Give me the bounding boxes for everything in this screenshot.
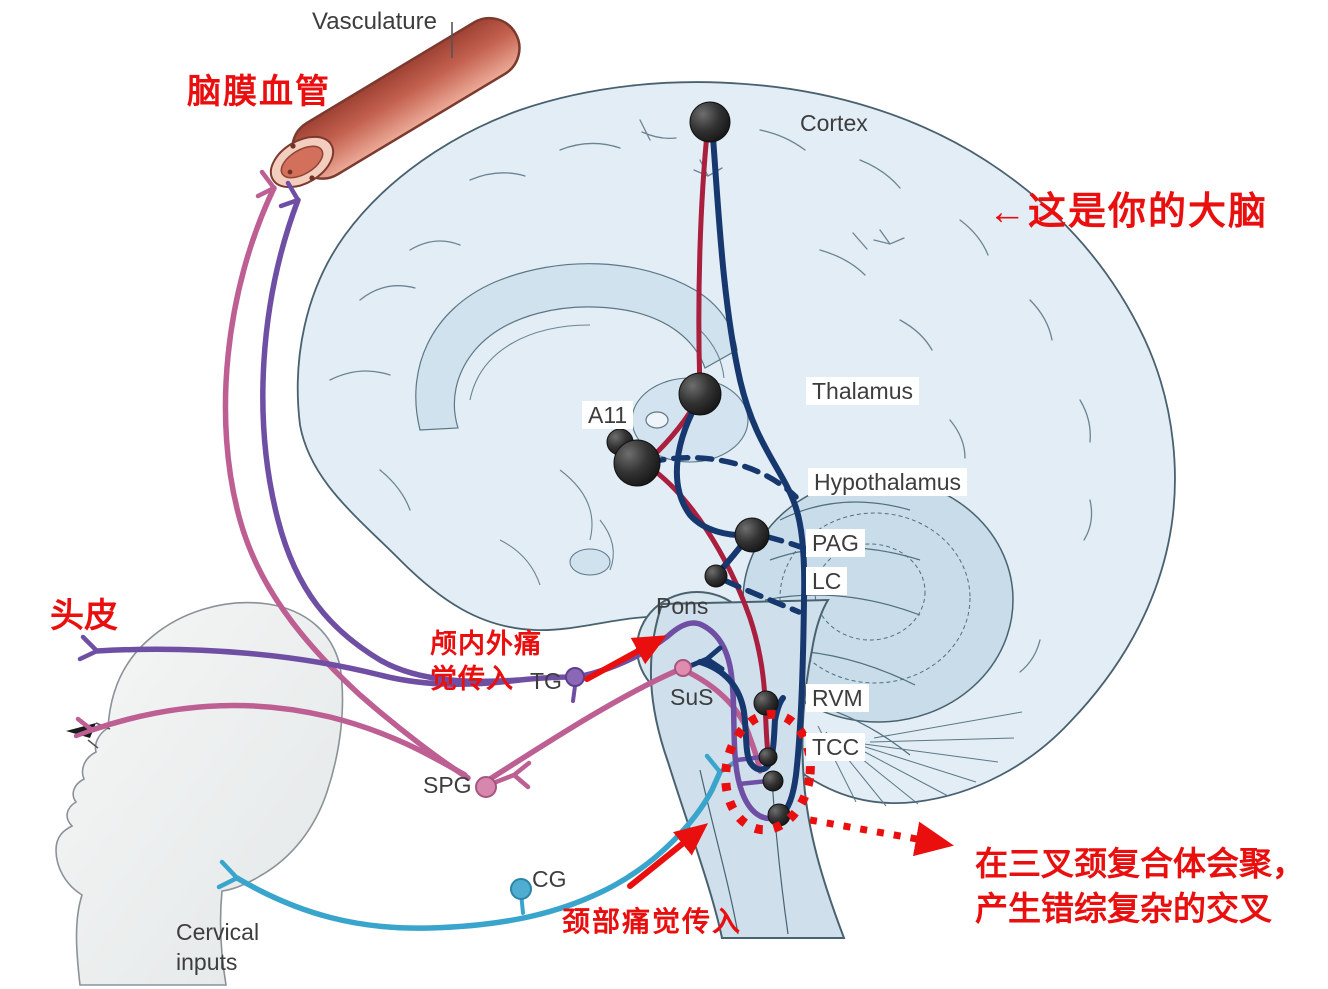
annotation-convergence-line2: 产生错综复杂的交叉: [975, 891, 1272, 928]
spg-ganglion-dot: [475, 776, 497, 798]
cortex-node: [689, 101, 731, 143]
label-cervical-line2: inputs: [176, 948, 238, 975]
label-cortex: Cortex: [800, 110, 868, 136]
label-pons: Pons: [656, 593, 709, 619]
gyri-lines: [329, 119, 1093, 673]
label-rvm: RVM: [806, 684, 869, 713]
label-vasculature: Vasculature: [312, 8, 437, 35]
tcc-dotted-circle: [721, 709, 815, 835]
label-pag: PAG: [806, 529, 865, 558]
annotation-cranial-pain-line1: 颅内外痛: [430, 629, 542, 659]
neuron-nodes: [475, 101, 791, 900]
annotation-convergence-line1: 在三叉颈复合体会聚，: [975, 847, 1305, 883]
inner-detail-lines: [469, 324, 725, 586]
pink-spg-pathway: [73, 169, 763, 790]
annotation-convergence: 在三叉颈复合体会聚， 产生错综复杂的交叉: [975, 843, 1305, 932]
label-cervical-line1: Cervical: [176, 919, 260, 945]
label-cg: CG: [532, 866, 567, 892]
label-lc: LC: [806, 567, 848, 596]
annotation-cranial-pain-line2: 觉传入: [430, 664, 514, 695]
sus-dot: [674, 659, 692, 677]
label-hypothalamus: Hypothalamus: [808, 468, 968, 497]
label-tcc: TCC: [806, 733, 866, 762]
tcc-node-2: [762, 770, 784, 792]
cranial-input-arrow: [584, 635, 667, 682]
label-cervical-inputs: Cervical inputs: [176, 918, 259, 978]
label-thalamus: Thalamus: [806, 377, 919, 406]
pag-node: [734, 517, 770, 553]
tcc-node-1: [758, 747, 778, 767]
fornix-mark: [645, 411, 669, 429]
label-a11: A11: [582, 401, 634, 430]
label-tg: TG: [530, 668, 562, 694]
rvm-node: [753, 690, 779, 716]
neck-input-arrow: [627, 823, 709, 889]
annotation-scalp: 头皮: [50, 598, 118, 635]
head-profile: [55, 601, 344, 986]
a11-node: [613, 439, 661, 487]
meningeal-vessel: [269, 16, 521, 189]
hypothalamus-region: [569, 548, 611, 576]
cg-ganglion-dot: [510, 878, 532, 900]
navy-dashed-projections: [647, 455, 809, 615]
annotation-neck-pain: 颈部痛觉传入: [562, 907, 743, 938]
label-spg: SPG: [423, 772, 472, 798]
lc-node: [704, 564, 728, 588]
annotation-meningeal-vessels: 脑膜血管: [187, 74, 331, 111]
dotted-connector: [809, 816, 954, 857]
tg-ganglion-dot: [565, 667, 585, 687]
label-sus: SuS: [670, 684, 714, 710]
annotation-cranial-pain: 颅内外痛 觉传入: [430, 627, 542, 697]
thalamus-node: [678, 372, 722, 416]
annotation-your-brain: ←这是你的大脑: [988, 191, 1269, 233]
red-annotations: [584, 635, 954, 889]
